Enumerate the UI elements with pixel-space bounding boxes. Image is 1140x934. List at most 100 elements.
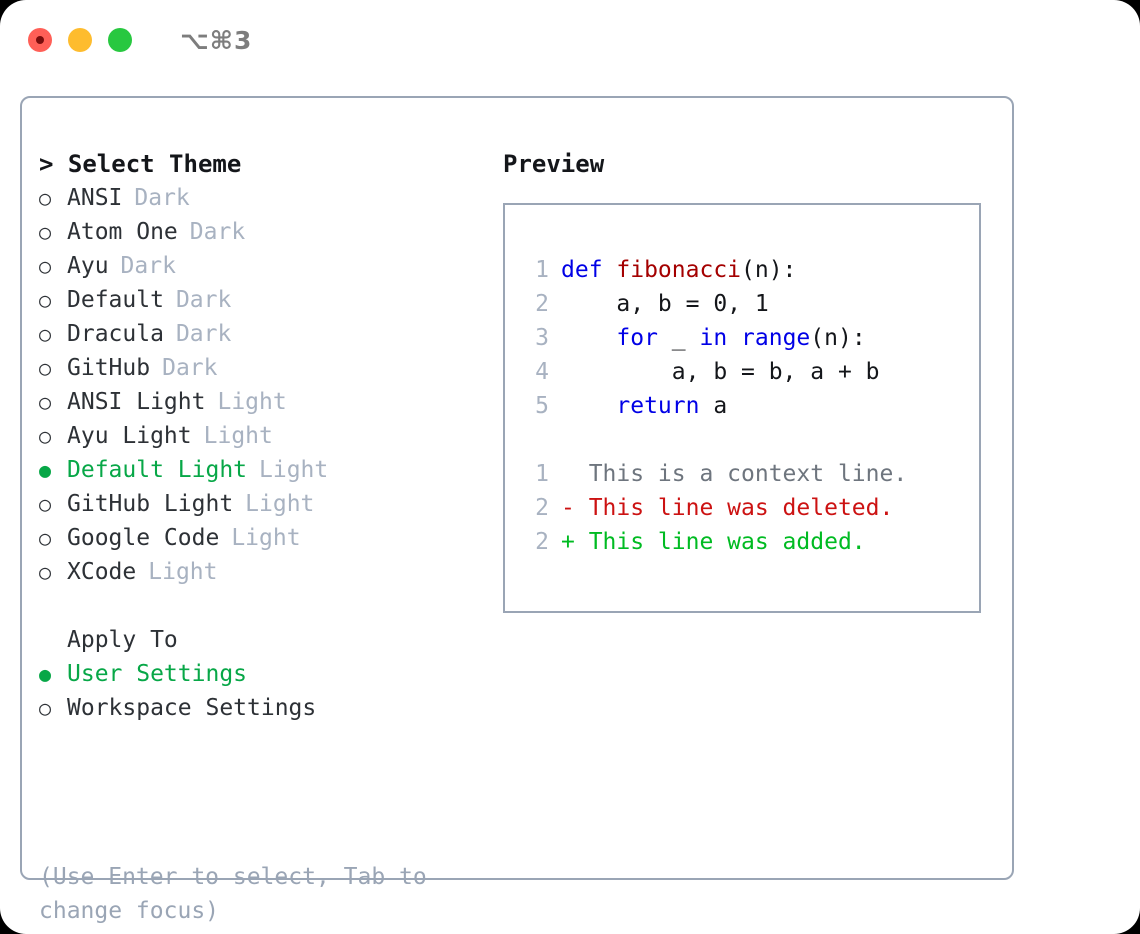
- diff-line-content: - This line was deleted.: [561, 495, 894, 521]
- theme-item-label: ANSI Light: [67, 389, 206, 415]
- code-token: [561, 325, 616, 351]
- code-token: def: [561, 257, 617, 283]
- code-line-content: for _ in range(n):: [561, 321, 866, 355]
- theme-item-label: XCode: [67, 559, 137, 585]
- radio-unselected-icon[interactable]: ○: [39, 322, 52, 346]
- select-theme-heading: > Select Theme: [39, 150, 242, 178]
- apply-to-item[interactable]: ○ Workspace Settings: [39, 691, 484, 725]
- diff-sample: 1 This is a context line.2- This line wa…: [519, 457, 979, 559]
- theme-item-badge: Light: [203, 423, 273, 449]
- code-line: 5 return a: [519, 389, 979, 423]
- theme-item-label: ANSI: [67, 185, 123, 211]
- diff-line-content: + This line was added.: [561, 529, 866, 555]
- theme-item[interactable]: ○ Atom One Dark: [39, 215, 484, 249]
- radio-unselected-icon[interactable]: ○: [39, 526, 52, 550]
- code-token: a: [699, 393, 728, 419]
- apply-to-heading-row: Apply To: [39, 623, 484, 657]
- radio-selected-icon[interactable]: ●: [39, 458, 52, 482]
- code-line: 4 a, b = b, a + b: [519, 355, 979, 389]
- line-number: 4: [535, 359, 549, 385]
- apply-to-heading: Apply To: [67, 627, 178, 653]
- theme-item-badge: Dark: [189, 219, 246, 245]
- close-button[interactable]: [28, 28, 52, 52]
- maximize-button[interactable]: [108, 28, 132, 52]
- code-token: (n):: [741, 257, 797, 283]
- theme-item-badge: Light: [231, 525, 301, 551]
- code-line-content: a, b = b, a + b: [561, 355, 880, 389]
- theme-item-label: Ayu: [67, 253, 109, 279]
- code-line-content: def fibonacci(n):: [561, 253, 796, 287]
- radio-selected-icon[interactable]: ●: [39, 662, 52, 686]
- code-token: (n):: [810, 325, 866, 351]
- apply-to-item-label: Workspace Settings: [67, 695, 317, 721]
- window-title: ⌥⌘3: [180, 25, 253, 55]
- apply-to-item-label: User Settings: [67, 661, 248, 687]
- theme-item-badge: Dark: [134, 185, 190, 211]
- code-token: _: [657, 325, 700, 351]
- diff-line-content: This is a context line.: [561, 461, 908, 487]
- theme-item-label: Default Light: [67, 457, 248, 483]
- theme-item[interactable]: ● Default Light Light: [39, 453, 484, 487]
- theme-item-label: Ayu Light: [67, 423, 192, 449]
- theme-item-label: Atom One: [67, 219, 178, 245]
- code-token: for: [616, 325, 658, 351]
- keyboard-hint: (Use Enter to select, Tab to change focu…: [39, 864, 427, 924]
- code-line-content: return a: [561, 389, 727, 423]
- code-token: a, b = 0, 1: [561, 291, 769, 317]
- theme-item-badge: Dark: [162, 355, 218, 381]
- theme-item[interactable]: ○ XCode Light: [39, 555, 484, 589]
- radio-unselected-icon[interactable]: ○: [39, 254, 52, 278]
- line-number: 3: [535, 325, 549, 351]
- theme-item[interactable]: ○ Ayu Dark: [39, 249, 484, 283]
- line-number: 2: [535, 529, 549, 555]
- radio-unselected-icon[interactable]: ○: [39, 390, 52, 414]
- diff-line: 2 + This line was added.: [519, 525, 979, 559]
- apply-to-item[interactable]: ● User Settings: [39, 657, 484, 691]
- radio-unselected-icon[interactable]: ○: [39, 288, 52, 312]
- theme-item[interactable]: ○ Google Code Light: [39, 521, 484, 555]
- theme-item[interactable]: ○ GitHub Light Light: [39, 487, 484, 521]
- minimize-button[interactable]: [68, 28, 92, 52]
- theme-item-label: Default: [67, 287, 164, 313]
- code-line: 1 def fibonacci(n):: [519, 253, 979, 287]
- line-number: 5: [535, 393, 549, 419]
- diff-line: 1 This is a context line.: [519, 457, 979, 491]
- theme-item-badge: Light: [148, 559, 218, 585]
- theme-item-label: Google Code: [67, 525, 220, 551]
- code-line: 3 for _ in range(n):: [519, 321, 979, 355]
- radio-unselected-icon[interactable]: ○: [39, 356, 52, 380]
- theme-item-badge: Dark: [175, 321, 232, 347]
- code-token: [561, 393, 616, 419]
- theme-item[interactable]: ○ ANSI Dark: [39, 181, 484, 215]
- theme-item-badge: Light: [245, 491, 315, 517]
- radio-unselected-icon[interactable]: ○: [39, 220, 52, 244]
- code-line: 2 a, b = 0, 1: [519, 287, 979, 321]
- theme-item-badge: Dark: [120, 253, 176, 279]
- line-number: 2: [535, 291, 549, 317]
- radio-unselected-icon[interactable]: ○: [39, 186, 52, 210]
- radio-unselected-icon[interactable]: ○: [39, 560, 52, 584]
- code-token: a, b = b, a + b: [561, 359, 880, 385]
- radio-unselected-icon[interactable]: ○: [39, 696, 52, 720]
- radio-unselected-icon[interactable]: ○: [39, 492, 52, 516]
- code-token: return: [616, 393, 700, 419]
- theme-item[interactable]: ○ Dracula Dark: [39, 317, 484, 351]
- theme-item-badge: Light: [259, 457, 329, 483]
- radio-unselected-icon[interactable]: ○: [39, 424, 52, 448]
- theme-item-label: Dracula: [67, 321, 164, 347]
- theme-item[interactable]: ○ Ayu Light Light: [39, 419, 484, 453]
- list-spacer: [39, 589, 484, 623]
- line-number: 1: [535, 257, 549, 283]
- diff-line: 2- This line was deleted.: [519, 491, 979, 525]
- theme-item-label: GitHub Light: [67, 491, 234, 517]
- code-token: [727, 325, 741, 351]
